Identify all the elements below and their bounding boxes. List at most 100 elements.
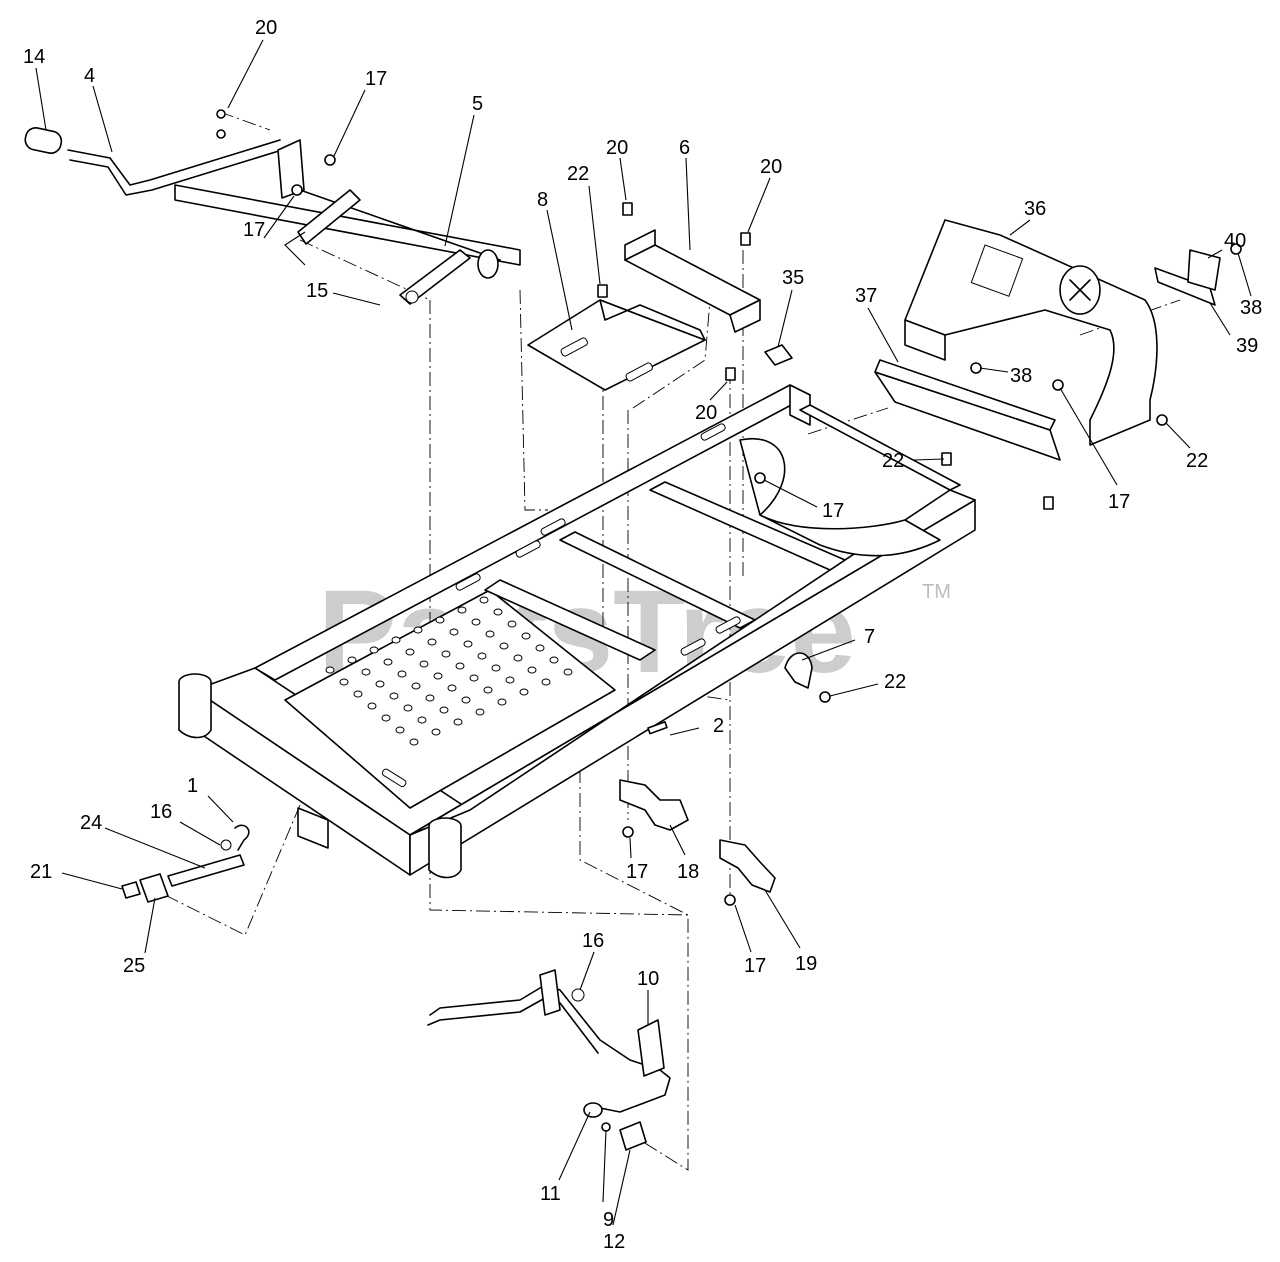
callout-24: 24 bbox=[80, 812, 102, 834]
floor-hole bbox=[479, 596, 489, 604]
floor-hole bbox=[383, 658, 393, 666]
floor-hole bbox=[339, 678, 349, 686]
floor-hole bbox=[435, 616, 445, 624]
floor-hole bbox=[411, 682, 421, 690]
callout-38: 38 bbox=[1240, 297, 1262, 319]
floor-hole bbox=[353, 690, 363, 698]
callout-17: 17 bbox=[1108, 491, 1130, 513]
callout-22: 22 bbox=[567, 163, 589, 185]
callout-20: 20 bbox=[606, 137, 628, 159]
floor-hole bbox=[513, 654, 523, 662]
floor-hole bbox=[395, 726, 405, 734]
floor-hole bbox=[375, 680, 385, 688]
callout-20: 20 bbox=[695, 402, 717, 424]
floor-hole bbox=[417, 716, 427, 724]
callout-22: 22 bbox=[882, 450, 904, 472]
callout-22: 22 bbox=[884, 671, 906, 693]
callout-20: 20 bbox=[255, 17, 277, 39]
floor-hole bbox=[563, 668, 573, 676]
callout-36: 36 bbox=[1024, 198, 1046, 220]
floor-hole bbox=[485, 630, 495, 638]
floor-hole bbox=[441, 650, 451, 658]
floor-hole bbox=[389, 692, 399, 700]
callout-21: 21 bbox=[30, 861, 52, 883]
callout-35: 35 bbox=[782, 267, 804, 289]
callout-20: 20 bbox=[760, 156, 782, 178]
callout-4: 4 bbox=[84, 65, 95, 87]
floor-hole bbox=[505, 676, 515, 684]
top-bracket bbox=[624, 229, 761, 333]
floor-hole bbox=[519, 688, 529, 696]
callout-5: 5 bbox=[472, 93, 483, 115]
hardware bbox=[216, 109, 1242, 1132]
part-35 bbox=[764, 344, 793, 366]
callout-8: 8 bbox=[537, 189, 548, 211]
floor-hole bbox=[461, 696, 471, 704]
floor-hole bbox=[369, 646, 379, 654]
floor-hole bbox=[477, 652, 487, 660]
callout-39: 39 bbox=[1236, 335, 1258, 357]
callout-38: 38 bbox=[1010, 365, 1032, 387]
floor-hole bbox=[469, 674, 479, 682]
floor-hole bbox=[475, 708, 485, 716]
callout-25: 25 bbox=[123, 955, 145, 977]
floor-hole bbox=[541, 678, 551, 686]
rear-hood bbox=[904, 219, 1158, 446]
floor-hole bbox=[367, 702, 377, 710]
floor-hole bbox=[325, 666, 335, 674]
callout-16: 16 bbox=[150, 801, 172, 823]
callout-14: 14 bbox=[23, 46, 45, 68]
callout-9: 9 bbox=[603, 1209, 614, 1231]
callout-40: 40 bbox=[1224, 230, 1246, 252]
lift-handle-assembly bbox=[24, 127, 521, 305]
floor-hole bbox=[439, 706, 449, 714]
floor-hole bbox=[405, 648, 415, 656]
callout-22: 22 bbox=[1186, 450, 1208, 472]
callout-leaders bbox=[35, 39, 1252, 1226]
callout-12: 12 bbox=[603, 1231, 625, 1253]
floor-hole bbox=[361, 668, 371, 676]
floor-hole bbox=[507, 620, 517, 628]
seat-bracket bbox=[527, 299, 706, 391]
floor-hole bbox=[493, 608, 503, 616]
floor-hole bbox=[347, 656, 357, 664]
front-lever-assembly bbox=[427, 969, 671, 1151]
floor-hole bbox=[483, 686, 493, 694]
floor-hole bbox=[381, 714, 391, 722]
floor-hole bbox=[463, 640, 473, 648]
callout-16: 16 bbox=[582, 930, 604, 952]
callout-37: 37 bbox=[855, 285, 877, 307]
floor-hole bbox=[431, 728, 441, 736]
floor-hole bbox=[425, 694, 435, 702]
rail-slots bbox=[381, 423, 741, 788]
floor-hole bbox=[549, 656, 559, 664]
main-frame bbox=[178, 384, 976, 879]
callout-15: 15 bbox=[306, 280, 328, 302]
callout-17: 17 bbox=[822, 500, 844, 522]
floor-hole bbox=[455, 662, 465, 670]
callout-19: 19 bbox=[795, 953, 817, 975]
callout-17: 17 bbox=[365, 68, 387, 90]
hood-support bbox=[874, 359, 1061, 461]
floor-hole bbox=[427, 638, 437, 646]
callout-7: 7 bbox=[864, 626, 875, 648]
floor-hole bbox=[499, 642, 509, 650]
floor-hole bbox=[433, 672, 443, 680]
floor-plate-holes bbox=[325, 596, 573, 746]
floor-hole bbox=[447, 684, 457, 692]
floor-hole bbox=[453, 718, 463, 726]
floor-hole bbox=[457, 606, 467, 614]
floor-hole bbox=[471, 618, 481, 626]
floor-hole bbox=[521, 632, 531, 640]
floor-hole bbox=[397, 670, 407, 678]
callout-17: 17 bbox=[243, 219, 265, 241]
floor-hole bbox=[527, 666, 537, 674]
callout-11: 11 bbox=[540, 1183, 561, 1205]
callout-2: 2 bbox=[713, 715, 724, 737]
watermark-trademark: TM bbox=[922, 581, 951, 603]
floor-hole bbox=[391, 636, 401, 644]
callout-labels: 14 4 20 17 5 17 15 20 6 20 22 8 35 36 40… bbox=[23, 17, 1262, 1253]
callout-18: 18 bbox=[677, 861, 699, 883]
floor-hole bbox=[419, 660, 429, 668]
